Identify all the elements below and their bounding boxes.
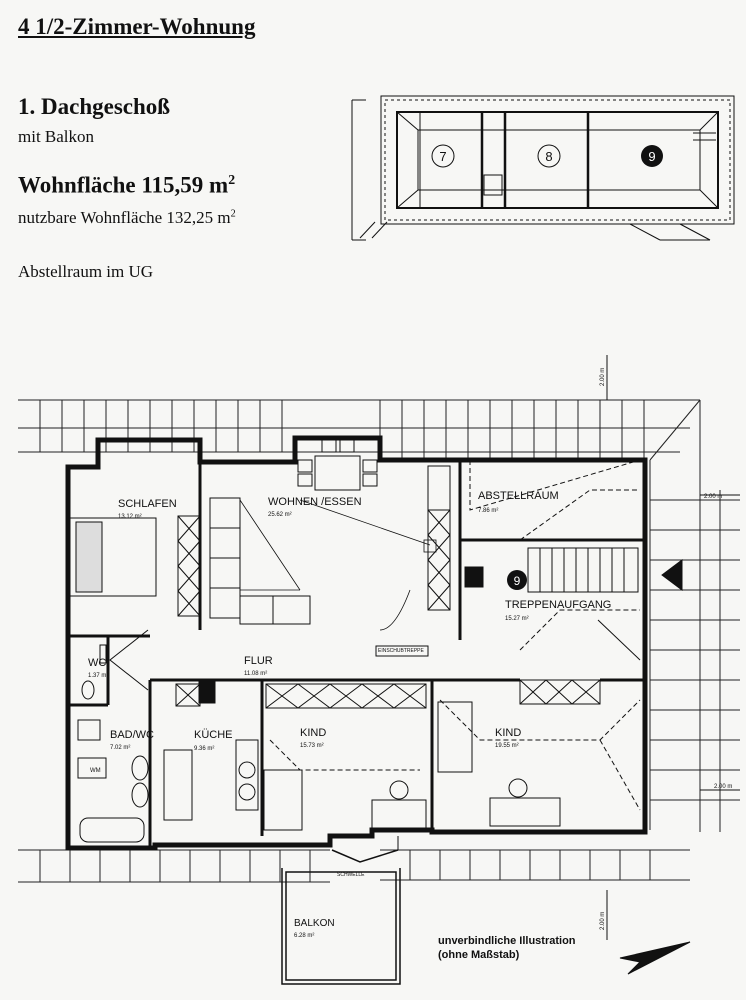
living-area-value: Wohnfläche 115,59 m	[18, 172, 229, 198]
floor-title: 1. Dachgeschoß	[18, 94, 171, 119]
room-area-wohnen: 25.62 m²	[268, 512, 292, 518]
svg-text:8: 8	[545, 149, 552, 164]
svg-text:9: 9	[514, 574, 521, 588]
roof-slopes	[269, 459, 641, 811]
dimension-top: 2.00 m	[600, 368, 606, 386]
usable-area-unit: 2	[230, 208, 236, 220]
dining-table	[297, 439, 378, 491]
room-label-wc: WC	[88, 657, 106, 669]
bath-fixtures	[77, 644, 149, 843]
disclaimer-line1: unverbindliche Illustration	[438, 935, 576, 947]
key-plan-unit-8: 8	[537, 144, 561, 168]
room-area-treppe: 15.27 m²	[505, 616, 529, 622]
living-area: Wohnfläche 115,59 m2	[18, 172, 235, 199]
label-washer: WM	[90, 768, 101, 774]
room-area-wc: 1.37 m²	[88, 673, 108, 679]
room-area-kind2: 19.55 m²	[495, 743, 519, 749]
room-area-kueche: 9.36 m²	[194, 746, 214, 752]
room-area-balkon: 6.28 m²	[294, 933, 314, 939]
key-plan-unit-7: 7	[431, 144, 455, 168]
label-einschubtreppe: EINSCHUBTREPPE	[378, 648, 425, 654]
room-label-bad: BAD/WC	[110, 729, 154, 741]
storage-note: Abstellraum im UG	[18, 262, 154, 281]
roof-bottom	[18, 849, 690, 883]
floor-subtitle: mit Balkon	[18, 127, 95, 146]
outer-walls	[65, 435, 648, 851]
room-area-schlafen: 13.12 m²	[118, 514, 142, 520]
label-schwelle: SCHWELLE	[337, 872, 365, 878]
stair	[527, 547, 683, 593]
roof-top	[18, 399, 701, 830]
room-label-kind2: KIND	[495, 727, 521, 739]
key-plan-unit-9: 9	[641, 145, 663, 167]
usable-area: nutzbare Wohnfläche 132,25 m2	[18, 208, 236, 228]
svg-text:7: 7	[439, 149, 446, 164]
room-label-flur: FLUR	[244, 655, 273, 667]
dimension-right-upper: 2.00 m	[704, 494, 722, 500]
north-arrow-icon	[619, 941, 691, 975]
svg-text:9: 9	[648, 149, 655, 164]
sightlines	[239, 499, 437, 631]
desks	[263, 701, 561, 831]
room-area-kind1: 15.73 m²	[300, 743, 324, 749]
roof-right	[650, 400, 740, 832]
room-label-schlafen: SCHLAFEN	[118, 498, 177, 510]
room-label-treppe: TREPPENAUFGANG	[505, 599, 611, 611]
room-area-flur: 11.08 m²	[244, 671, 267, 677]
dimension-lines	[606, 355, 740, 940]
room-label-kueche: KÜCHE	[194, 729, 233, 741]
room-label-wohnen: WOHNEN /ESSEN	[268, 496, 362, 508]
dimension-right-lower: 2.00 m	[714, 784, 732, 790]
room-label-abstellraum: ABSTELLRAUM	[478, 490, 559, 502]
room-label-balkon: BALKON	[294, 918, 335, 929]
bed-schlafen	[69, 517, 157, 597]
sofa	[209, 497, 311, 625]
room-label-kind1: KIND	[300, 727, 326, 739]
cabinets	[163, 465, 601, 821]
room-area-bad: 7.02 m²	[110, 745, 130, 751]
unit-marker: 9	[507, 570, 527, 590]
hall	[109, 619, 641, 850]
living-area-unit: 2	[228, 172, 236, 187]
page-title: 4 1/2-Zimmer-Wohnung	[18, 14, 256, 39]
balcony	[281, 849, 401, 985]
dimension-bottom: 2.00 m	[600, 912, 606, 930]
disclaimer-line2: (ohne Maßstab)	[438, 949, 520, 961]
usable-area-value: nutzbare Wohnfläche 132,25 m	[18, 208, 231, 227]
room-area-abstellraum: 7.86 m²	[478, 508, 498, 514]
